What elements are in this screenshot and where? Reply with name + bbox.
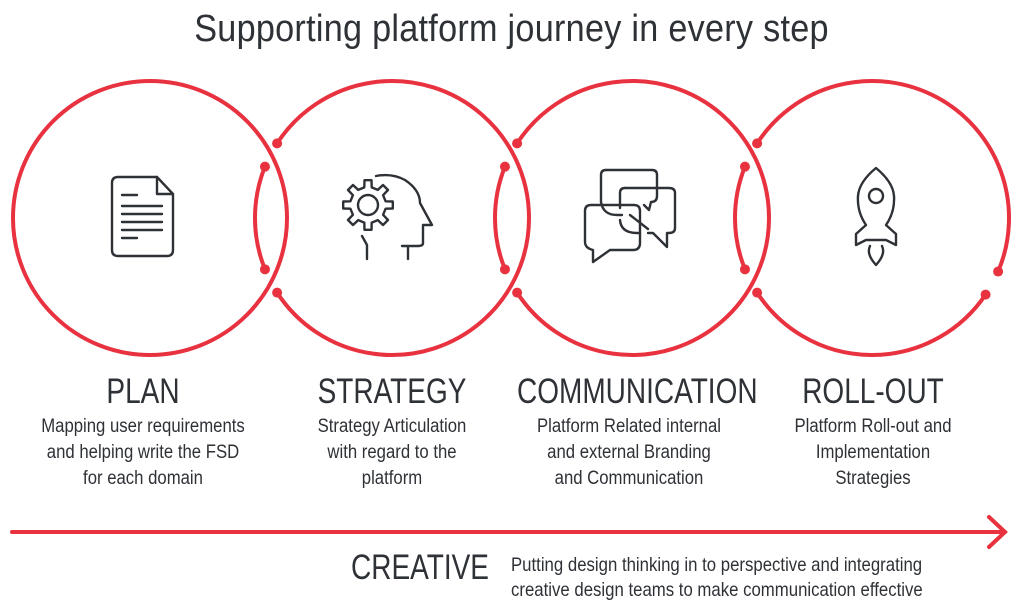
- ring-arc-inner: [493, 165, 507, 271]
- ring-arc-inner: [253, 165, 267, 271]
- document-icon: [110, 175, 175, 258]
- step-roll-out: ROLL-OUT Platform Roll-out and Implement…: [733, 370, 1013, 492]
- desc-line: creative design teams to make communicat…: [511, 579, 923, 601]
- step-description: Mapping user requirements and helping wr…: [20, 414, 266, 492]
- desc-line: Mapping user requirements: [41, 416, 245, 437]
- desc-line: Strategies: [835, 468, 911, 489]
- ring-dot: [512, 138, 523, 149]
- desc-line: for each domain: [83, 468, 203, 489]
- desc-line: and Communication: [554, 468, 704, 489]
- ring-dot: [739, 161, 750, 172]
- desc-line: Strategy Articulation: [317, 416, 467, 437]
- ring-dot: [259, 264, 270, 275]
- ring-dot: [993, 266, 1004, 277]
- step-plan: PLAN Mapping user requirements and helpi…: [3, 370, 283, 492]
- step-label: COMMUNICATION: [517, 372, 758, 411]
- ring-arc-bottom: [755, 291, 988, 357]
- desc-line: Implementation: [815, 442, 931, 463]
- desc-line: and external Branding: [547, 442, 711, 463]
- desc-line: Putting design thinking in to perspectiv…: [511, 554, 923, 576]
- gear-icon: [342, 179, 394, 231]
- desc-line: and helping write the FSD: [46, 442, 240, 463]
- ring-dot: [272, 287, 283, 298]
- ring-dots: [259, 138, 1004, 300]
- step-label: PLAN: [106, 372, 180, 411]
- step-strategy: STRATEGY Strategy Articulation with rega…: [252, 370, 532, 492]
- creative-label: CREATIVE: [351, 548, 489, 587]
- step-description: Strategy Articulation with regard to the…: [269, 414, 515, 492]
- ring-arc-top: [275, 79, 531, 357]
- timeline-arrow: [10, 515, 1008, 549]
- step-label: ROLL-OUT: [802, 372, 944, 411]
- ring-dot: [752, 287, 763, 298]
- step-description: Platform Roll-out and Implementation Str…: [750, 414, 996, 492]
- ring-dot: [499, 264, 510, 275]
- ring-dot: [512, 287, 523, 298]
- ring-dot: [980, 289, 991, 300]
- ring-dot: [752, 138, 763, 149]
- rings: [11, 79, 1011, 357]
- step-label: STRATEGY: [317, 372, 467, 411]
- desc-line: with regard to the: [327, 442, 457, 463]
- desc-line: platform: [361, 468, 423, 489]
- ring-plan: [11, 79, 289, 357]
- ring-arc-top: [755, 79, 1011, 273]
- ring-arc-inner: [733, 165, 747, 271]
- head-gear-icon: [342, 173, 434, 261]
- ring-dot: [499, 161, 510, 172]
- desc-line: Platform Roll-out and: [794, 416, 952, 437]
- chat-bubbles-icon: [583, 168, 677, 264]
- desc-line: Platform Related internal: [536, 416, 722, 437]
- creative-description: Putting design thinking in to perspectiv…: [511, 553, 923, 603]
- ring-arc-top: [515, 79, 771, 357]
- ring-dot: [272, 138, 283, 149]
- step-description: Platform Related internal and external B…: [506, 414, 752, 492]
- ring-dot: [739, 264, 750, 275]
- ring-dot: [259, 161, 270, 172]
- step-communication: COMMUNICATION Platform Related internal …: [489, 370, 769, 492]
- page-title: Supporting platform journey in every ste…: [194, 8, 829, 50]
- rocket-icon: [854, 166, 898, 267]
